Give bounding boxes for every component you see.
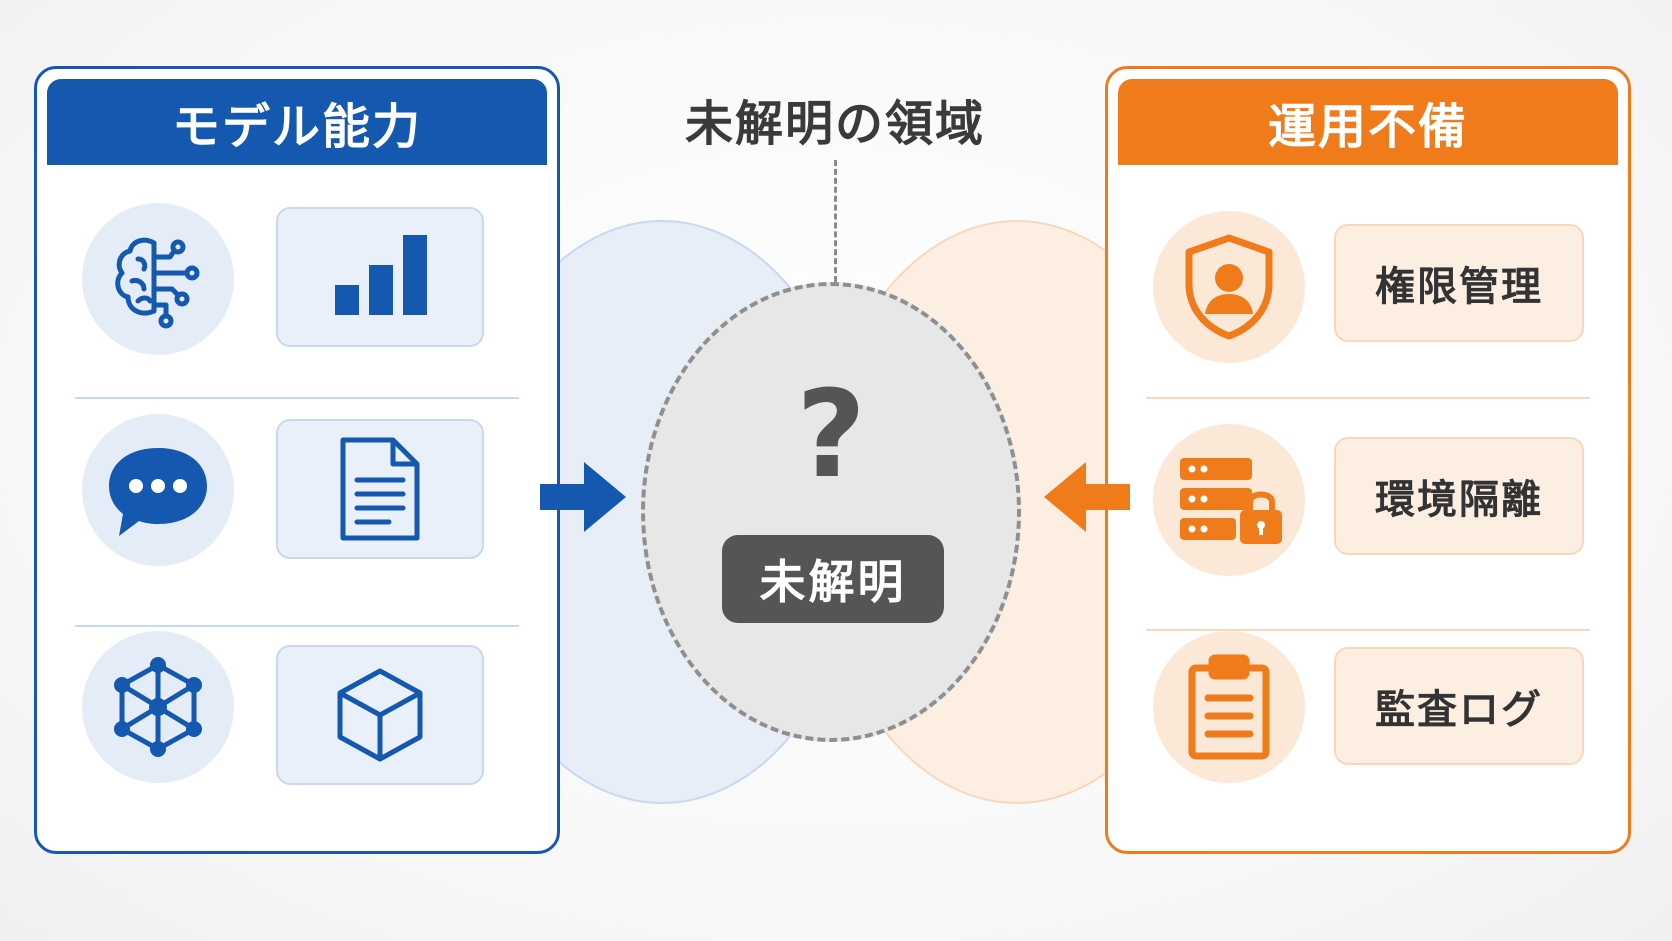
cube-icon: [337, 668, 423, 762]
model-capability-panel: モデル能力: [34, 66, 560, 854]
document-icon: [340, 437, 420, 541]
right-divider-2: [1146, 629, 1590, 631]
server-lock-icon: [1153, 424, 1305, 576]
unexplained-region-title: 未解明の領域: [684, 96, 985, 152]
model-capability-title: モデル能力: [47, 79, 547, 165]
cube-tile: [276, 645, 484, 785]
user-shield-icon: [1153, 211, 1305, 363]
clipboard-icon: [1153, 631, 1305, 783]
chat-bubble-icon: [82, 414, 234, 566]
permission-management-label: 権限管理: [1334, 224, 1584, 342]
bar-chart-tile: [276, 207, 484, 347]
network-graph-icon: [82, 631, 234, 783]
question-mark-icon: ?: [796, 366, 866, 505]
document-tile: [276, 419, 484, 559]
title-connector-line: [834, 160, 837, 282]
unexplained-badge: 未解明: [722, 535, 944, 623]
operational-deficiency-panel: 運用不備 権限管理 環境隔離: [1105, 66, 1631, 854]
audit-log-label: 監査ログ: [1334, 647, 1584, 765]
environment-isolation-label: 環境隔離: [1334, 437, 1584, 555]
left-divider-1: [75, 397, 519, 399]
left-divider-2: [75, 625, 519, 627]
brain-circuit-icon: [82, 203, 234, 355]
right-arrow-icon: [1044, 462, 1130, 532]
bar-chart-icon: [335, 235, 427, 315]
operational-deficiency-title: 運用不備: [1118, 79, 1618, 165]
left-arrow-icon: [540, 462, 626, 532]
right-divider-1: [1146, 397, 1590, 399]
unexplained-circle: ? 未解明: [641, 282, 1021, 742]
